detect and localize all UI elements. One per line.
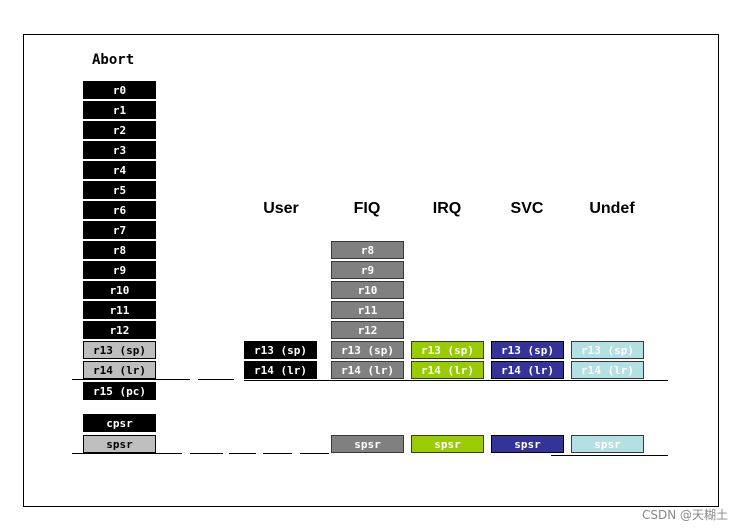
mode-label-undef: Undef	[589, 200, 635, 217]
user-reg-r13-sp: r13 (sp)	[244, 341, 317, 359]
abort-reg-r8: r8	[83, 241, 156, 259]
irq-spsr: spsr	[411, 435, 484, 453]
abort-reg-r3: r3	[83, 141, 156, 159]
irq-reg-r13-sp: r13 (sp)	[411, 341, 484, 359]
separator-line	[229, 453, 256, 454]
undef-spsr: spsr	[571, 435, 644, 453]
separator-line	[72, 453, 182, 454]
mode-label-user: User	[263, 200, 299, 217]
fiq-reg-r8: r8	[331, 241, 404, 259]
abort-cpsr: cpsr	[83, 414, 156, 432]
irq-reg-r14-lr: r14 (lr)	[411, 361, 484, 379]
abort-reg-r15-pc: r15 (pc)	[83, 382, 156, 400]
fiq-reg-r9: r9	[331, 261, 404, 279]
fiq-reg-r14-lr: r14 (lr)	[331, 361, 404, 379]
abort-reg-r5: r5	[83, 181, 156, 199]
svc-reg-r14-lr: r14 (lr)	[491, 361, 564, 379]
abort-reg-r7: r7	[83, 221, 156, 239]
svc-spsr: spsr	[491, 435, 564, 453]
abort-reg-r1: r1	[83, 101, 156, 119]
mode-label-irq: IRQ	[432, 200, 462, 217]
abort-reg-r14-lr: r14 (lr)	[83, 361, 156, 379]
separator-line	[72, 379, 190, 380]
separator-line	[198, 379, 234, 380]
fiq-reg-r11: r11	[331, 301, 404, 319]
abort-reg-r4: r4	[83, 161, 156, 179]
user-reg-r14-lr: r14 (lr)	[244, 361, 317, 379]
undef-reg-r13-sp: r13 (sp)	[571, 341, 644, 359]
abort-reg-r6: r6	[83, 201, 156, 219]
mode-label-svc: SVC	[510, 200, 544, 217]
separator-line	[551, 455, 668, 456]
fiq-reg-r10: r10	[331, 281, 404, 299]
abort-reg-r10: r10	[83, 281, 156, 299]
fiq-spsr: spsr	[331, 435, 404, 453]
abort-reg-r12: r12	[83, 321, 156, 339]
fiq-reg-r12: r12	[331, 321, 404, 339]
separator-line	[190, 453, 223, 454]
abort-spsr: spsr	[83, 435, 156, 453]
watermark: CSDN @天糊土	[641, 508, 728, 522]
undef-reg-r14-lr: r14 (lr)	[571, 361, 644, 379]
abort-reg-r9: r9	[83, 261, 156, 279]
abort-title: Abort	[92, 52, 135, 68]
separator-line	[300, 453, 329, 454]
abort-reg-r11: r11	[83, 301, 156, 319]
svc-reg-r13-sp: r13 (sp)	[491, 341, 564, 359]
mode-label-fiq: FIQ	[353, 200, 381, 217]
abort-reg-r2: r2	[83, 121, 156, 139]
fiq-reg-r13-sp: r13 (sp)	[331, 341, 404, 359]
separator-line	[244, 380, 668, 381]
abort-reg-r13-sp: r13 (sp)	[83, 341, 156, 359]
abort-reg-r0: r0	[83, 81, 156, 99]
separator-line	[263, 453, 292, 454]
